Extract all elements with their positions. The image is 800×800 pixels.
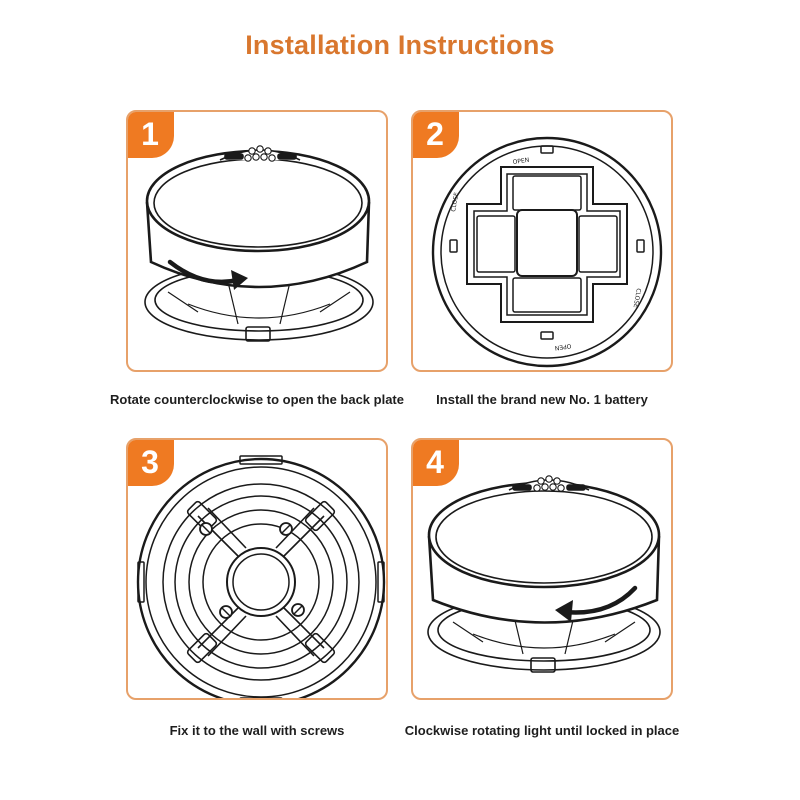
step-number-badge: 4 [413,440,459,486]
step-3-panel: 3 [126,438,388,700]
step-3-caption: Fix it to the wall with screws [169,723,345,738]
step-1-panel: 1 [126,110,388,372]
step-2-panel: OPEN OPEN CLOSE CLOSE 2 [411,110,673,372]
step-4-panel: 4 [411,438,673,700]
close-label: CLOSE [632,288,642,309]
step-2-caption: Install the brand new No. 1 battery [436,392,648,407]
step-1-illustration [144,145,374,342]
open-label: OPEN [512,157,529,166]
open-label: OPEN [554,342,571,351]
step-4-caption: Clockwise rotating light until locked in… [404,723,680,738]
step-4-illustration [427,475,661,673]
step-number-badge: 1 [128,112,174,158]
screw-icon [199,522,305,619]
step-3-illustration [136,455,386,698]
page-title: Installation Instructions [245,30,555,60]
step-1-caption: Rotate counterclockwise to open the back… [109,392,404,407]
step-number-badge: 2 [413,112,459,158]
close-label: CLOSE [450,192,460,213]
step-2-illustration: OPEN OPEN CLOSE CLOSE [431,136,663,368]
step-number-badge: 3 [128,440,174,486]
